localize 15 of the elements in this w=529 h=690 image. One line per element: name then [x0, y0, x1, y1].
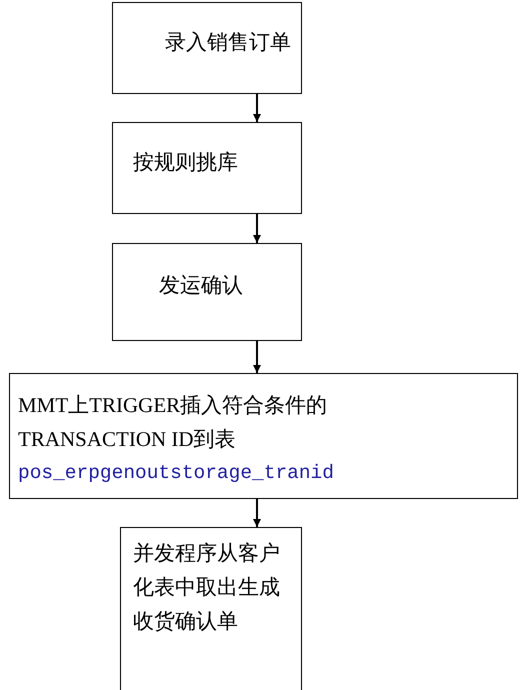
- process-box: [9, 373, 518, 499]
- step-text: 录入销售订单: [165, 29, 291, 56]
- process-box: [120, 527, 302, 690]
- step-text: 并发程序从客户化表中取出生成收货确认单: [133, 540, 281, 635]
- table-name: pos_erpgenoutstorage_tranid: [18, 461, 335, 486]
- arrow: [253, 214, 261, 243]
- process-box: [112, 243, 302, 341]
- process-box: [112, 122, 302, 214]
- arrow: [253, 499, 261, 527]
- step-text: MMT上TRIGGER插入符合条件的TRANSACTION ID到表: [18, 392, 328, 453]
- arrow: [253, 341, 261, 373]
- process-box: [112, 2, 302, 94]
- arrow: [253, 94, 261, 122]
- step-text: 按规则挑库: [133, 149, 239, 176]
- step-text: 发运确认: [159, 272, 244, 299]
